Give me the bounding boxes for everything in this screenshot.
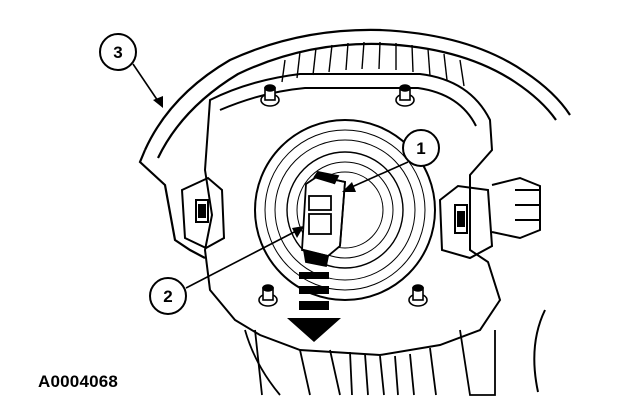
module-housing <box>203 73 502 357</box>
clockspring <box>254 119 436 301</box>
callout-2: 2 <box>149 226 304 315</box>
callout-2-number: 2 <box>163 287 172 306</box>
callout-3-number: 3 <box>113 43 122 62</box>
left-mounting-bracket <box>180 176 226 250</box>
mounting-studs <box>258 84 428 307</box>
callout-1-number: 1 <box>416 139 425 158</box>
rim-ribs <box>281 41 465 87</box>
callout-1: 1 <box>342 129 440 192</box>
callout-3: 3 <box>99 33 163 108</box>
disconnect-direction-arrow <box>287 272 341 342</box>
steering-wheel-rim <box>138 28 571 259</box>
rim-lower-edge <box>533 309 546 393</box>
right-mounting-bracket <box>438 176 541 260</box>
figure-id-label: A0004068 <box>38 372 119 391</box>
lower-column-cover <box>244 329 496 396</box>
airbag-electrical-connector <box>301 170 346 268</box>
